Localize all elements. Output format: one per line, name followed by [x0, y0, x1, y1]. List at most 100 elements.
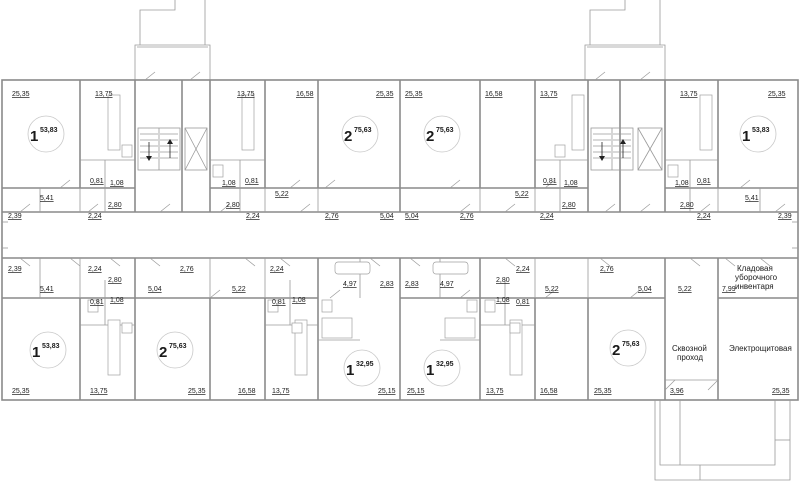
- apartment-area: 53,83: [40, 127, 58, 134]
- apartment-rooms: 2: [159, 344, 167, 361]
- room-area: 2,80: [108, 277, 122, 284]
- room-area: 13,75: [272, 388, 290, 395]
- room-area: 0,81: [543, 178, 557, 185]
- room-area: 2,24: [540, 213, 554, 220]
- room-area: 25,35: [12, 388, 30, 395]
- electrical-room-label: Электрощитовая: [729, 344, 792, 353]
- room-area: 2,80: [226, 202, 240, 209]
- room-area: 1,08: [564, 180, 578, 187]
- room-area: 0,81: [90, 178, 104, 185]
- apartment-rooms: 1: [32, 344, 40, 361]
- room-labels: Кладовая уборочного инвентаря Сквозной п…: [672, 264, 792, 362]
- apartment-area: 53,83: [42, 343, 60, 350]
- room-area: 5,41: [40, 195, 54, 202]
- storage-label: Кладовая: [737, 264, 773, 273]
- apartment-area: 53,83: [752, 127, 770, 134]
- room-area: 2,80: [680, 202, 694, 209]
- room-area: 5,04: [380, 213, 394, 220]
- room-area: 16,58: [238, 388, 256, 395]
- apartment-rooms: 1: [30, 128, 38, 145]
- room-area: 25,35: [188, 388, 206, 395]
- room-area: 7,99: [722, 286, 736, 293]
- room-area: 5,22: [678, 286, 692, 293]
- apartment-area: 75,63: [622, 341, 640, 348]
- doors: [19, 71, 786, 391]
- stair-down-arrow-icon: [599, 142, 605, 161]
- room-area: 5,41: [40, 286, 54, 293]
- fixtures: [87, 94, 713, 376]
- room-area: 0,81: [245, 178, 259, 185]
- room-area: 0,81: [272, 299, 286, 306]
- room-area: 1,08: [110, 297, 124, 304]
- room-area: 2,76: [180, 266, 194, 273]
- passage-label: Сквозной: [672, 344, 707, 353]
- apartment-area: 32,95: [356, 361, 374, 368]
- room-area: 13,75: [486, 388, 504, 395]
- passage-label: проход: [677, 353, 703, 362]
- room-area: 5,41: [745, 195, 759, 202]
- storage-label: инвентаря: [735, 282, 774, 291]
- room-area: 25,35: [594, 388, 612, 395]
- apartment-badge: 1 32,95: [343, 349, 381, 387]
- room-area: 25,35: [768, 91, 786, 98]
- room-area: 2,80: [496, 277, 510, 284]
- room-area: 25,15: [407, 388, 425, 395]
- room-area: 2,24: [697, 213, 711, 220]
- room-area: 2,80: [562, 202, 576, 209]
- room-area: 25,35: [772, 388, 790, 395]
- apartment-rooms: 1: [742, 128, 750, 145]
- room-area: 3,96: [670, 388, 684, 395]
- room-area: 2,76: [460, 213, 474, 220]
- apartment-badge: 2 75,63: [609, 329, 647, 367]
- apartment-area: 75,63: [169, 343, 187, 350]
- room-area: 13,75: [540, 91, 558, 98]
- room-area: 0,81: [516, 299, 530, 306]
- room-area: 1,08: [675, 180, 689, 187]
- room-area: 2,39: [8, 266, 22, 273]
- room-area: 2,39: [8, 213, 22, 220]
- room-area: 1,08: [496, 297, 510, 304]
- room-area: 25,35: [12, 91, 30, 98]
- apartment-rooms: 1: [346, 362, 354, 379]
- room-area: 2,76: [600, 266, 614, 273]
- room-area: 1,08: [292, 297, 306, 304]
- room-area: 13,75: [680, 91, 698, 98]
- room-area: 5,22: [232, 286, 246, 293]
- room-area: 25,35: [405, 91, 423, 98]
- apartment-rooms: 2: [426, 128, 434, 145]
- apartment-area: 75,63: [436, 127, 454, 134]
- room-area: 16,58: [540, 388, 558, 395]
- room-area: 5,22: [515, 191, 529, 198]
- room-area: 2,24: [88, 213, 102, 220]
- apartment-area: 75,63: [354, 127, 372, 134]
- stair-up-arrow-icon: [620, 139, 626, 158]
- room-area: 0,81: [90, 299, 104, 306]
- room-area: 13,75: [237, 91, 255, 98]
- room-area: 2,80: [108, 202, 122, 209]
- room-area: 2,24: [88, 266, 102, 273]
- room-area: 2,76: [325, 213, 339, 220]
- apartment-area: 32,95: [436, 361, 454, 368]
- walls: [1, 0, 799, 481]
- room-area: 2,24: [516, 266, 530, 273]
- room-area: 4,97: [343, 281, 357, 288]
- room-area: 5,22: [275, 191, 289, 198]
- stair-arrows: [146, 139, 626, 161]
- room-area: 25,35: [376, 91, 394, 98]
- room-area: 5,04: [148, 286, 162, 293]
- apartment-rooms: 2: [612, 342, 620, 359]
- storage-label: уборочного: [735, 273, 778, 282]
- room-areas: 25,35 13,75 13,75 16,58 25,35 25,35 16,5…: [8, 91, 792, 395]
- room-area: 16,58: [485, 91, 503, 98]
- apartment-badges: 1 53,83 2 75,63 2 75,63 1 53,83 1 53,83 …: [27, 115, 777, 387]
- apartment-badge: 2 75,63: [423, 115, 461, 153]
- stair-down-arrow-icon: [146, 142, 152, 161]
- apartment-badge: 1 53,83: [29, 331, 67, 369]
- room-area: 2,24: [246, 213, 260, 220]
- apartment-badge: 1 53,83: [27, 115, 65, 153]
- room-area: 0,81: [697, 178, 711, 185]
- apartment-badge: 1 53,83: [739, 115, 777, 153]
- apartment-badge: 1 32,95: [423, 349, 461, 387]
- apartment-badge: 2 75,63: [156, 331, 194, 369]
